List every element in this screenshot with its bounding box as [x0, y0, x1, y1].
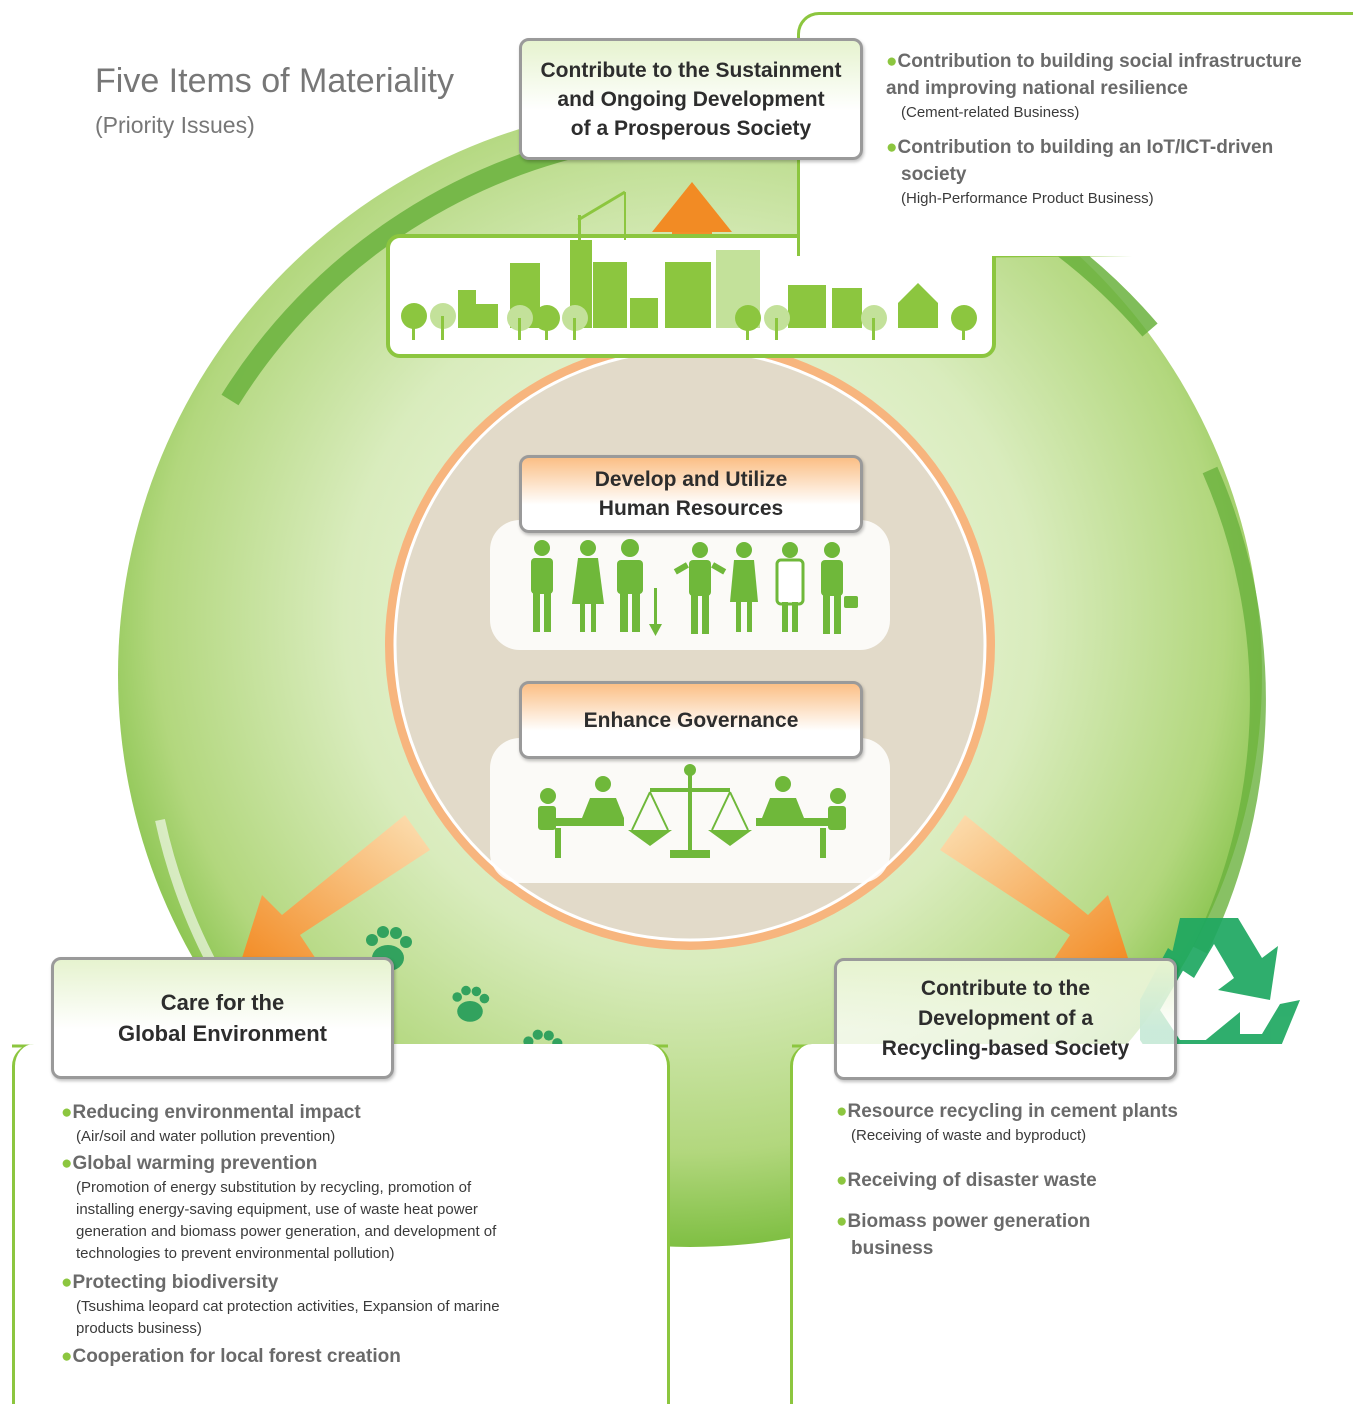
right-item-2: ●Receiving of disaster waste: [836, 1170, 1097, 1191]
people-group-icon: [531, 539, 858, 636]
box-governance-label: Enhance Governance: [583, 708, 799, 732]
box-recycling-society-line2: Development of a: [917, 1007, 1094, 1030]
top-item-1-sub: (Cement-related Business): [901, 104, 1080, 121]
box-global-environment-line2: Global Environment: [117, 1021, 328, 1046]
left-info-panel: [12, 1044, 670, 1404]
right-info-panel: [790, 1044, 1353, 1404]
box-prosperous-society-line2: and Ongoing Development: [557, 87, 825, 111]
box-prosperous-society-line1: Contribute to the Sustainment: [540, 58, 842, 82]
box-global-environment: Care for the Global Environment: [51, 957, 394, 1079]
arrow-down-right: [940, 815, 1128, 965]
right-item-3-head-line2: business: [851, 1238, 934, 1259]
left-item-2-sub-line4: technologies to prevent environmental po…: [76, 1245, 395, 1262]
box-governance: Enhance Governance: [519, 681, 863, 759]
box-recycling-society-line1: Contribute to the: [920, 977, 1091, 1000]
left-item-4-head: Cooperation for local forest creation: [72, 1346, 401, 1367]
box-recycling-society: Contribute to the Development of a Recyc…: [834, 958, 1177, 1080]
top-item-2-sub: (High-Performance Product Business): [901, 190, 1154, 207]
box-prosperous-society: Contribute to the Sustainment and Ongoin…: [519, 38, 863, 160]
left-item-3-sub-line2: products business): [76, 1320, 202, 1337]
left-item-3-sub-line1: (Tsushima leopard cat protection activit…: [76, 1298, 500, 1315]
top-item-2-head-line2: society: [901, 164, 967, 185]
box-human-resources-line2: Human Resources: [598, 497, 784, 520]
left-item-1-head: Reducing environmental impact: [72, 1102, 361, 1123]
arrow-down-left: [242, 815, 430, 965]
left-item-2-sub-line3: generation and biomass power generation,…: [76, 1223, 497, 1240]
box-recycling-society-line3: Recycling-based Society: [881, 1037, 1130, 1060]
city-skyline-icon: [401, 190, 977, 340]
box-human-resources-line1: Develop and Utilize: [594, 468, 788, 491]
box-human-resources: Develop and Utilize Human Resources: [519, 455, 863, 533]
left-item-2-sub-line2: installing energy-saving equipment, use …: [76, 1201, 478, 1218]
right-item-1-sub: (Receiving of waste and byproduct): [851, 1127, 1087, 1144]
left-item-4: ●Cooperation for local forest creation: [61, 1346, 401, 1367]
left-item-1-sub: (Air/soil and water pollution prevention…: [76, 1128, 336, 1145]
left-item-2: ●Global warming prevention (Promotion of…: [61, 1150, 621, 1265]
right-item-1-head: Resource recycling in cement plants: [847, 1101, 1178, 1122]
right-item-3-head-line1: Biomass power generation: [847, 1211, 1091, 1232]
page-subtitle: (Priority Issues): [95, 112, 255, 138]
left-item-2-head: Global warming prevention: [72, 1153, 318, 1174]
left-item-3-head: Protecting biodiversity: [72, 1272, 279, 1293]
page-title: Five Items of Materiality: [95, 62, 454, 100]
left-item-1: ●Reducing environmental impact (Air/soil…: [61, 1099, 621, 1148]
top-item-2-head-line1: Contribution to building an IoT/ICT-driv…: [897, 137, 1274, 158]
top-item-1-head-line2: and improving national resilience: [886, 78, 1188, 99]
top-item-2: ●Contribution to building an IoT/ICT-dri…: [886, 134, 1346, 210]
right-item-2-head: Receiving of disaster waste: [847, 1170, 1097, 1191]
box-global-environment-line1: Care for the: [160, 990, 285, 1015]
box-prosperous-society-line3: of a Prosperous Society: [570, 116, 812, 140]
left-item-3: ●Protecting biodiversity (Tsushima leopa…: [61, 1269, 621, 1340]
left-item-2-sub-line1: (Promotion of energy substitution by rec…: [76, 1179, 472, 1196]
top-item-1: ●Contribution to building social infrast…: [886, 48, 1346, 124]
scales-meeting-icon: [538, 764, 846, 858]
right-item-1: ●Resource recycling in cement plants (Re…: [836, 1098, 1316, 1147]
top-item-1-head-line1: Contribution to building social infrastr…: [897, 51, 1302, 72]
